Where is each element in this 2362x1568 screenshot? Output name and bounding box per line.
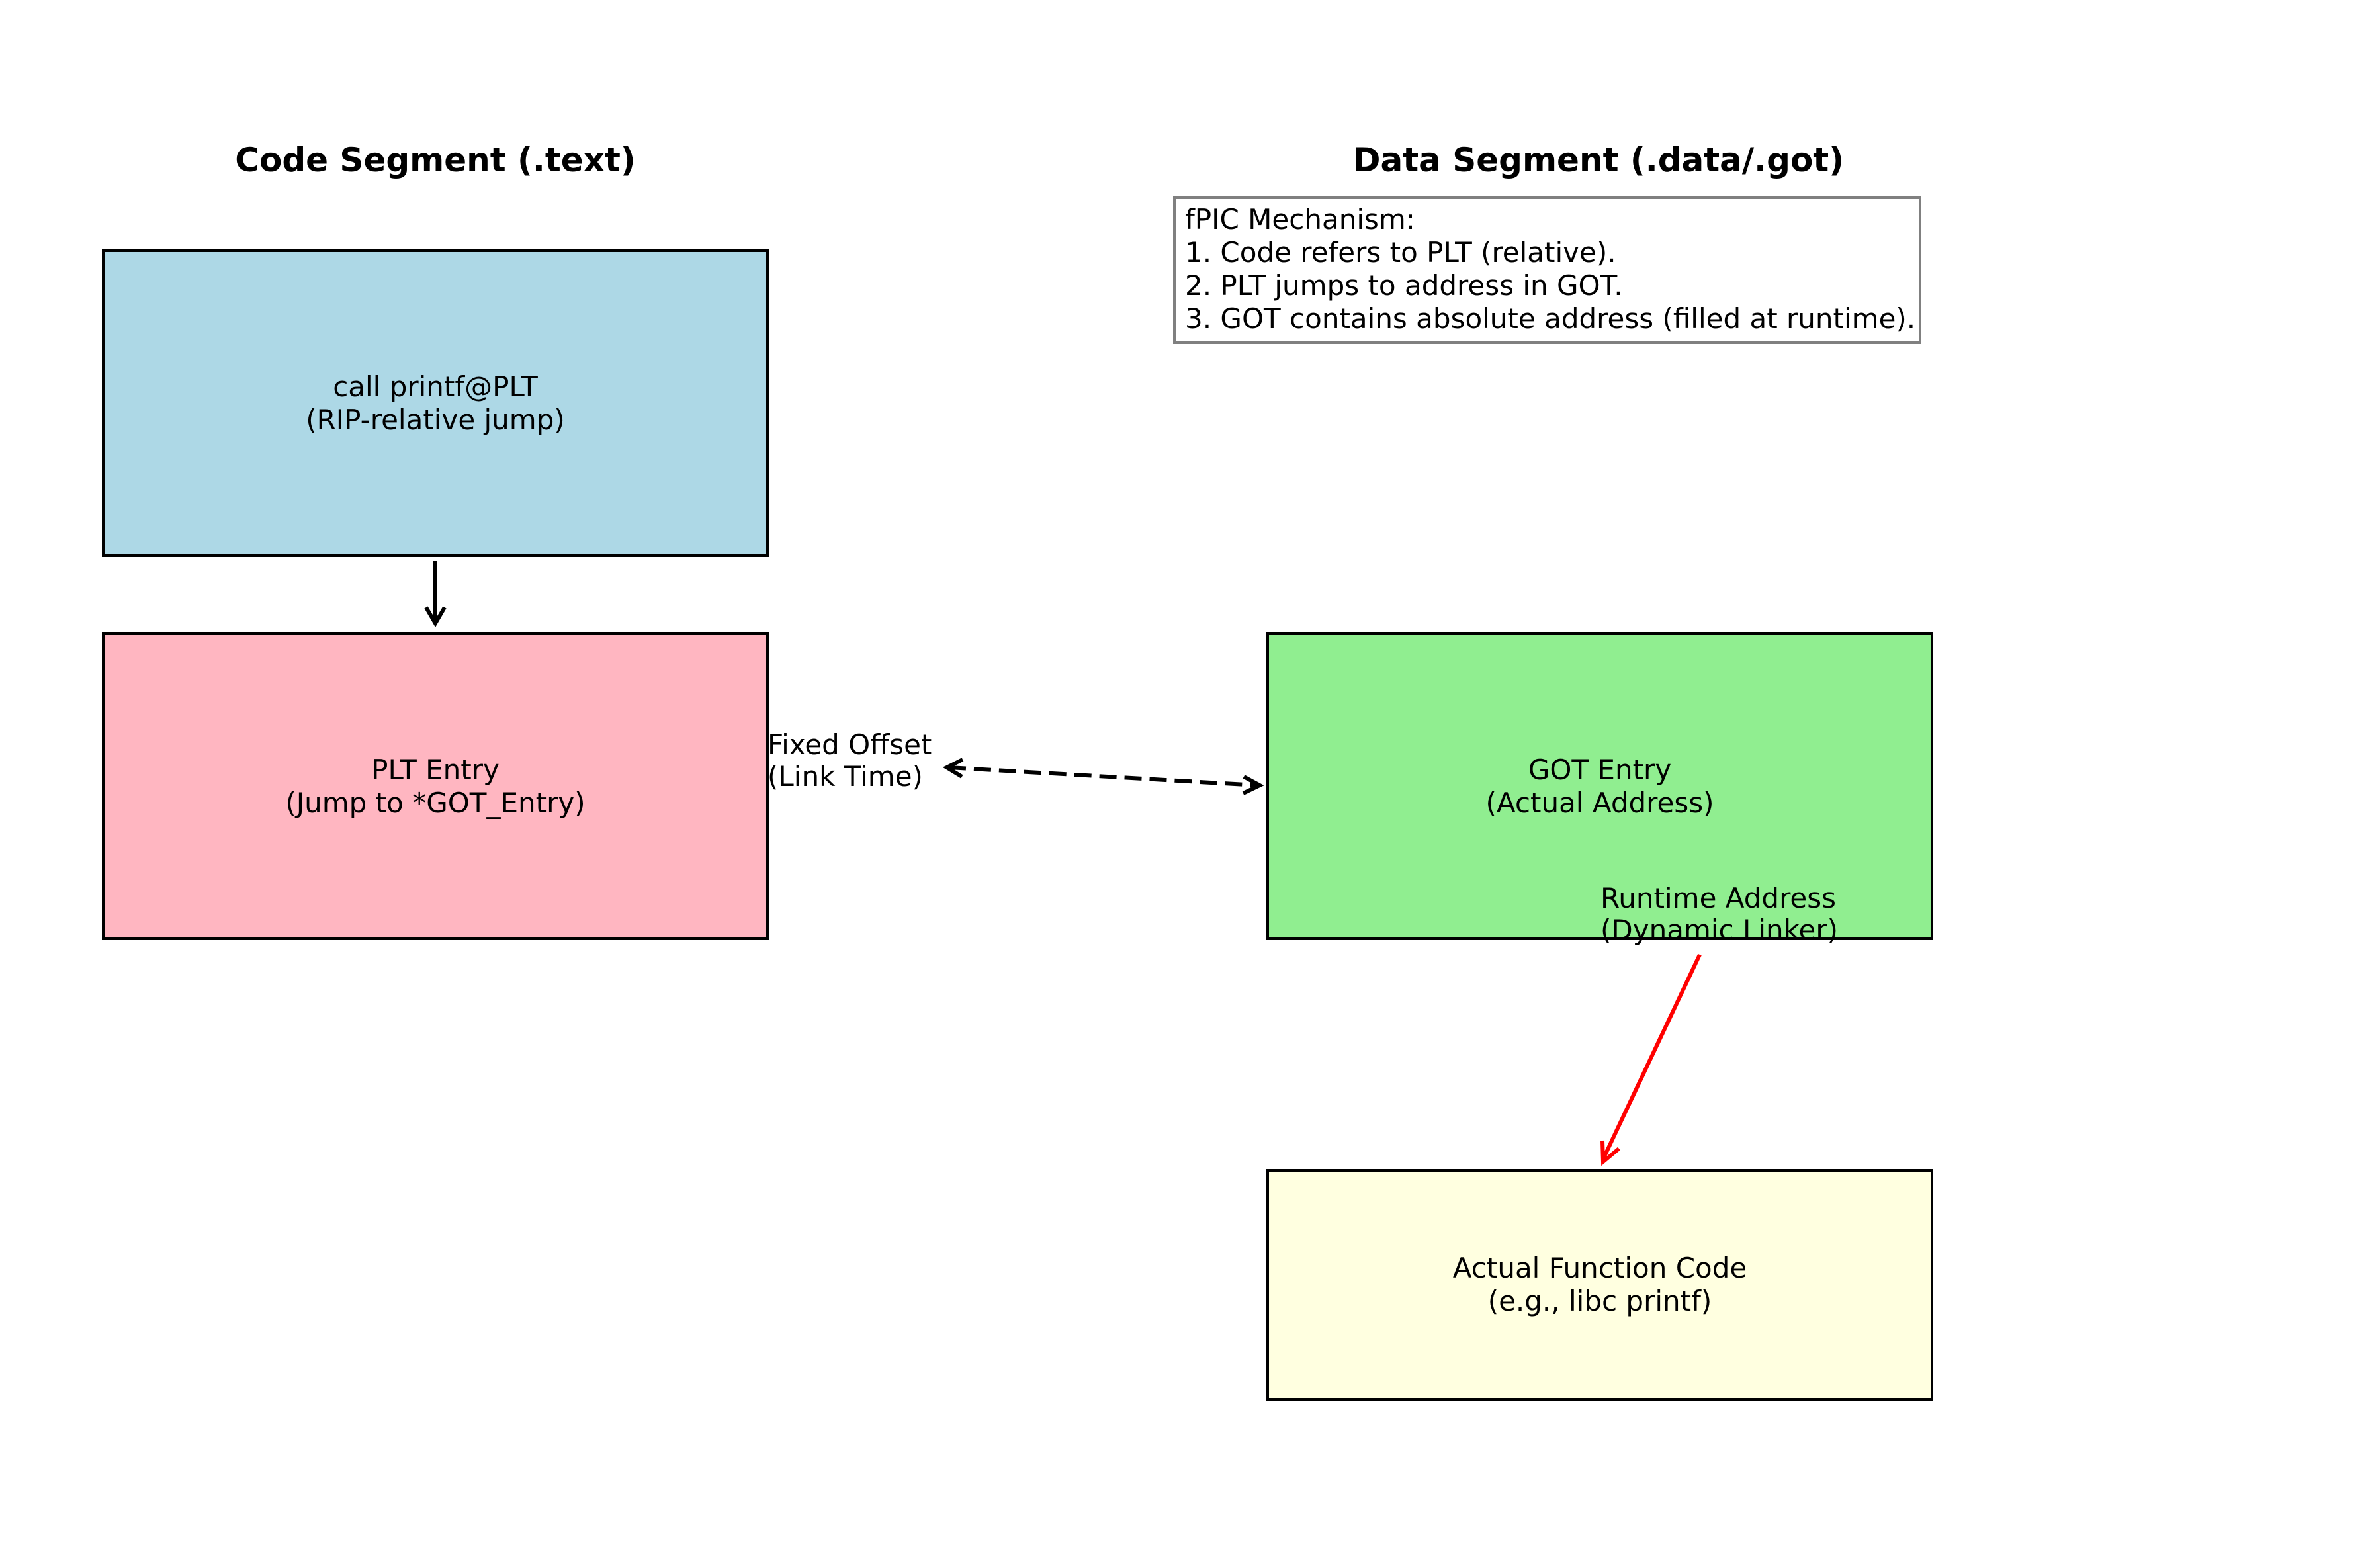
plt-entry-line-2: (Jump to *GOT_Entry) <box>285 786 586 819</box>
call-printf-line-1: call printf@PLT <box>333 370 538 403</box>
fixed-offset-line-1: Fixed Offset <box>767 728 932 761</box>
call-to-plt-arrow <box>424 561 447 627</box>
actual-function-text: Actual Function Code (e.g., libc printf) <box>1453 1252 1747 1318</box>
call-printf-text: call printf@PLT (RIP-relative jump) <box>306 370 565 437</box>
actual-function-line-2: (e.g., libc printf) <box>1487 1285 1712 1317</box>
runtime-address-line-2: (Dynamic Linker) <box>1600 914 1838 946</box>
fixed-offset-line-2: (Link Time) <box>767 760 923 793</box>
note-step-2: 2. PLT jumps to address in GOT. <box>1185 269 1623 302</box>
note-step-3: 3. GOT contains absolute address (filled… <box>1185 302 1916 335</box>
fpic-mechanism-note: fPIC Mechanism: 1. Code refers to PLT (r… <box>1173 196 1921 344</box>
got-entry-text: GOT Entry (Actual Address) <box>1486 754 1714 820</box>
fixed-offset-label: Fixed Offset (Link Time) <box>767 729 932 793</box>
call-printf-box: call printf@PLT (RIP-relative jump) <box>102 249 769 557</box>
got-entry-line-1: GOT Entry <box>1528 753 1672 786</box>
plt-entry-text: PLT Entry (Jump to *GOT_Entry) <box>285 754 585 820</box>
plt-got-dashed-arrow <box>942 758 1264 795</box>
got-entry-box: GOT Entry (Actual Address) <box>1266 632 1933 940</box>
actual-function-box: Actual Function Code (e.g., libc printf) <box>1266 1169 1933 1401</box>
runtime-arrow <box>1600 953 1702 1166</box>
plt-entry-box: PLT Entry (Jump to *GOT_Entry) <box>102 632 769 940</box>
runtime-address-line-1: Runtime Address <box>1600 882 1837 914</box>
got-entry-line-2: (Actual Address) <box>1485 786 1714 819</box>
code-segment-heading: Code Segment (.text) <box>235 141 636 179</box>
data-segment-heading: Data Segment (.data/.got) <box>1352 141 1845 179</box>
actual-function-line-1: Actual Function Code <box>1452 1252 1747 1284</box>
call-printf-line-2: (RIP-relative jump) <box>306 403 565 436</box>
runtime-address-label: Runtime Address (Dynamic Linker) <box>1600 883 1838 946</box>
note-title: fPIC Mechanism: <box>1185 203 1415 236</box>
plt-entry-line-1: PLT Entry <box>371 753 500 786</box>
note-step-1: 1. Code refers to PLT (relative). <box>1185 236 1616 269</box>
